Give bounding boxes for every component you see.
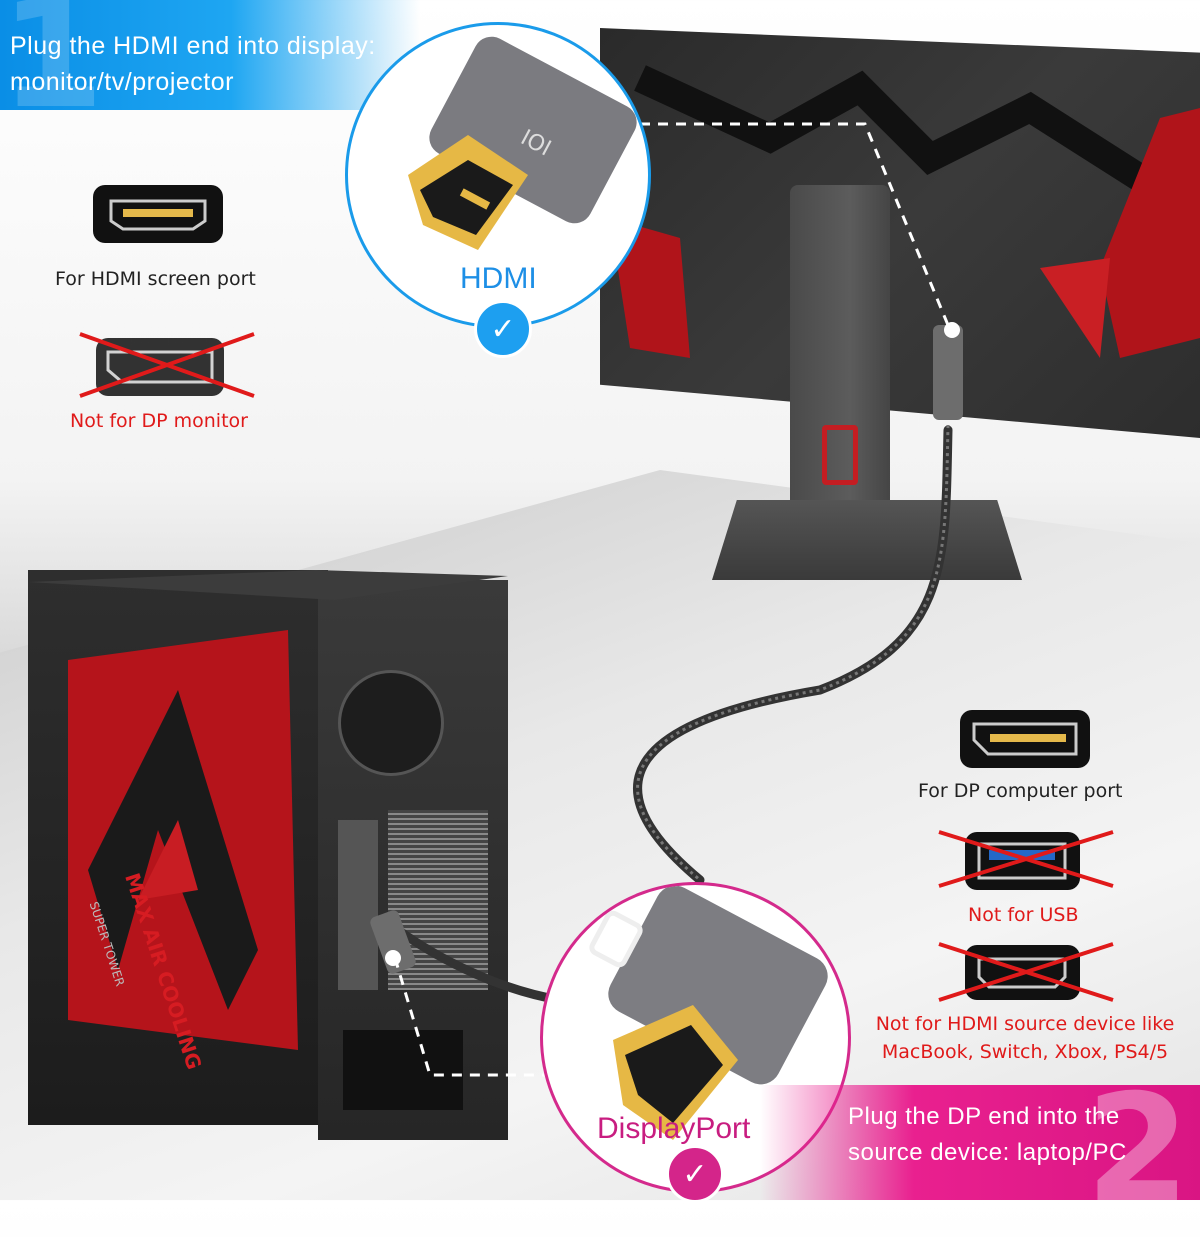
displayport-label: DisplayPort <box>597 1112 751 1145</box>
monitor-stand <box>790 185 890 535</box>
hdmi-source-warning: Not for HDMI source device like MacBook,… <box>875 1013 1175 1063</box>
dp-computer-caption: For DP computer port <box>918 780 1123 802</box>
cable <box>370 325 963 1005</box>
monitor-back <box>600 28 1200 438</box>
dp-plug-body <box>370 910 416 974</box>
cross-icon <box>79 332 255 398</box>
monitor-stand-base <box>712 500 1022 580</box>
displayport-connector-zoom <box>540 882 851 1193</box>
step-one-text: Plug the HDMI end into display: monitor/… <box>10 32 376 96</box>
step-number: 1 <box>0 0 105 142</box>
hdmi-connector-zoom: IOI <box>345 22 651 328</box>
pc-tower-back-panel <box>318 580 508 1140</box>
step-two-text: Plug the DP end into the source device: … <box>848 1103 1127 1166</box>
usb-warning: Not for USB <box>968 904 1079 926</box>
check-icon: ✓ <box>474 300 532 358</box>
cross-icon <box>938 830 1114 888</box>
hdmi-label: HDMI <box>460 262 537 295</box>
hdmi-plug-body <box>933 325 963 420</box>
hdmi-port-caption: For HDMI screen port <box>55 268 256 290</box>
cross-icon <box>938 942 1114 1002</box>
hdmi-port-icon <box>93 185 223 243</box>
step-one-banner: 1 Plug the HDMI end into display: monito… <box>0 0 420 130</box>
displayport-port-icon <box>960 710 1090 768</box>
pc-tower-side: MAX AIR COOLING SUPER TOWER <box>28 570 328 1125</box>
check-icon: ✓ <box>666 1145 724 1203</box>
step-two-banner: 2 Plug the DP end into the source device… <box>760 1075 1200 1225</box>
dp-port-warning: Not for DP monitor <box>70 410 248 432</box>
